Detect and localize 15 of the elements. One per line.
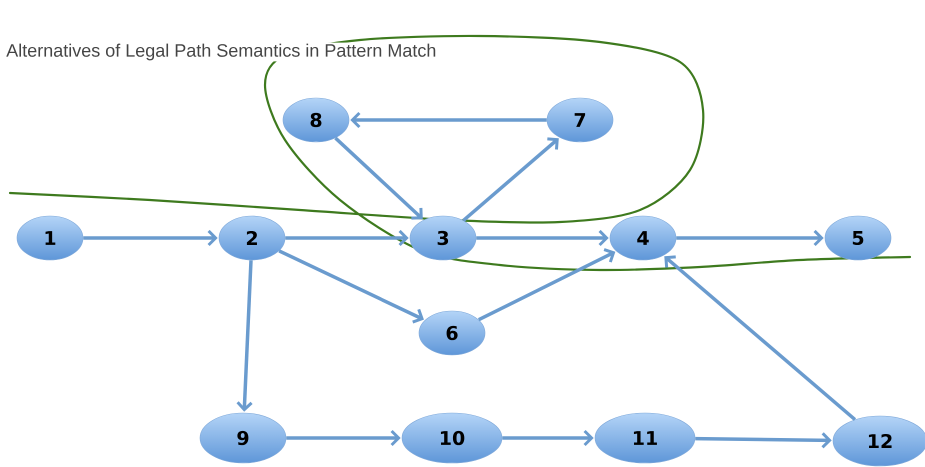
arrow bbox=[334, 136, 423, 220]
arrow bbox=[676, 230, 824, 246]
arrow bbox=[664, 255, 856, 421]
arrow bbox=[478, 248, 616, 322]
arrow bbox=[462, 137, 559, 222]
arrow bbox=[350, 112, 547, 128]
arrow bbox=[476, 230, 609, 246]
arrow bbox=[286, 430, 401, 446]
arrow bbox=[83, 230, 218, 246]
arrow bbox=[236, 260, 253, 412]
arrow bbox=[285, 230, 409, 246]
arrow bbox=[278, 249, 424, 324]
arrow bbox=[502, 430, 594, 446]
arrow bbox=[695, 432, 832, 448]
title: Alternatives of Legal Path Semantics in Pattern Match bbox=[5, 42, 438, 62]
